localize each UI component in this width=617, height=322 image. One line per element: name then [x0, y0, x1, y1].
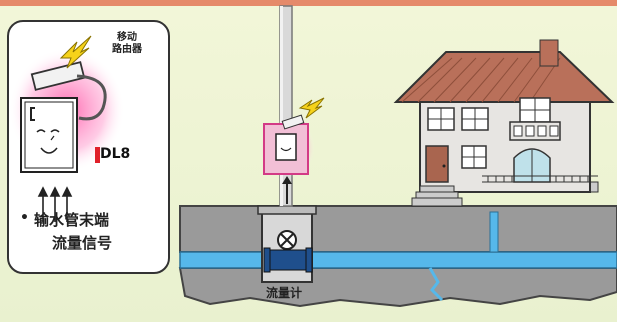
ground-lower — [180, 268, 617, 306]
bullet: • — [20, 210, 29, 226]
device-label: DL8 — [100, 146, 130, 162]
router-label-line1: 移动 — [112, 32, 142, 44]
flowmeter-label: 流量计 — [266, 284, 302, 301]
signal-label-line1: 输水管末端 — [34, 209, 109, 230]
water-main — [180, 252, 617, 268]
ground-upper — [180, 206, 617, 252]
router-label: 移动 路由器 — [112, 32, 142, 56]
house-icon — [396, 40, 612, 206]
lightning-icon — [300, 98, 324, 118]
router-label-line2: 路由器 — [112, 44, 142, 56]
service-pipe — [490, 212, 498, 252]
signal-label-line2: 流量信号 — [52, 232, 112, 253]
chamber-lid — [258, 206, 316, 214]
